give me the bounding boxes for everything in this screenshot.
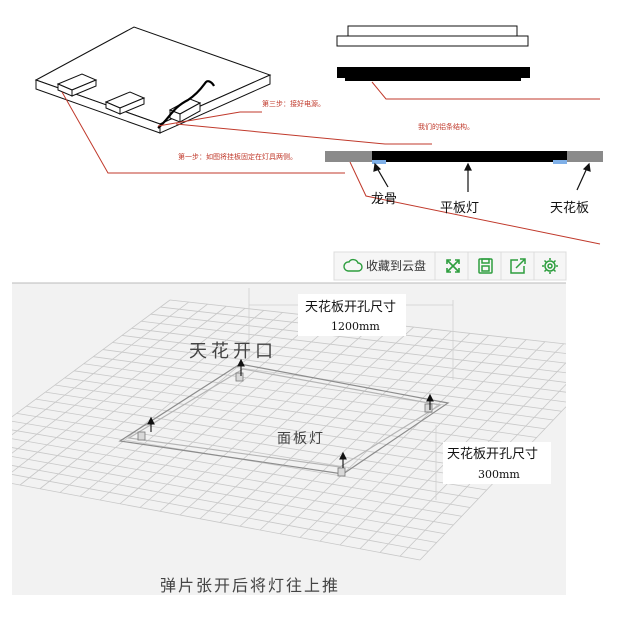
spec-one-value: 1200mm	[331, 320, 380, 333]
spec-two-value: 300mm	[478, 468, 520, 481]
aluminum-profile-solid	[337, 67, 530, 81]
expand-icon	[446, 259, 460, 273]
spec-two-title: 天花板开孔尺寸	[447, 446, 538, 462]
power-cable	[157, 80, 215, 129]
save-to-cloud-label: 收藏到云盘	[366, 258, 426, 273]
panel-light-isometric	[34, 26, 272, 134]
aluminum-profile-outline	[336, 25, 529, 47]
ceiling-label: 天花板	[550, 200, 589, 216]
red-leader-lines	[61, 81, 601, 245]
ceiling-opening-label: 天花开口	[189, 341, 277, 362]
panel-light-label: 平板灯	[440, 201, 479, 216]
label-arrows	[373, 162, 591, 192]
ceiling-grid	[12, 299, 566, 561]
panel-light-center-label: 面板灯	[277, 431, 325, 447]
installation-diagram: 天花开口 面板灯 弹片张开后将灯往上推	[12, 282, 566, 595]
settings-button[interactable]	[535, 253, 566, 279]
fullscreen-button[interactable]	[436, 253, 468, 279]
image-toolbar	[333, 251, 567, 281]
profile-note: 我们的铝条结构。	[418, 122, 474, 131]
push-up-arrows	[147, 358, 434, 468]
spec-one-title: 天花板开孔尺寸	[305, 299, 396, 315]
spring-clips	[137, 372, 433, 477]
ceiling-cross-section	[325, 151, 603, 164]
step-three-note: 第三步：接好电源。	[262, 99, 325, 108]
share-button[interactable]	[502, 253, 534, 279]
spec-box-300: 天花板开孔尺寸 300mm	[443, 442, 551, 484]
spec-box-1200: 天花板开孔尺寸 1200mm	[298, 294, 406, 336]
share-icon	[510, 258, 526, 274]
gear-icon	[542, 258, 558, 274]
cloud-icon	[343, 258, 363, 272]
save-to-cloud-button[interactable]: 收藏到云盘	[335, 253, 435, 279]
save-image-button[interactable]	[469, 253, 501, 279]
floppy-disk-icon	[478, 258, 493, 274]
step-one-note: 第一步：如图将挂板固定在灯具两侧。	[178, 152, 297, 161]
install-instruction: 弹片张开后将灯往上推	[160, 576, 340, 595]
keel-label: 龙骨	[371, 192, 397, 207]
